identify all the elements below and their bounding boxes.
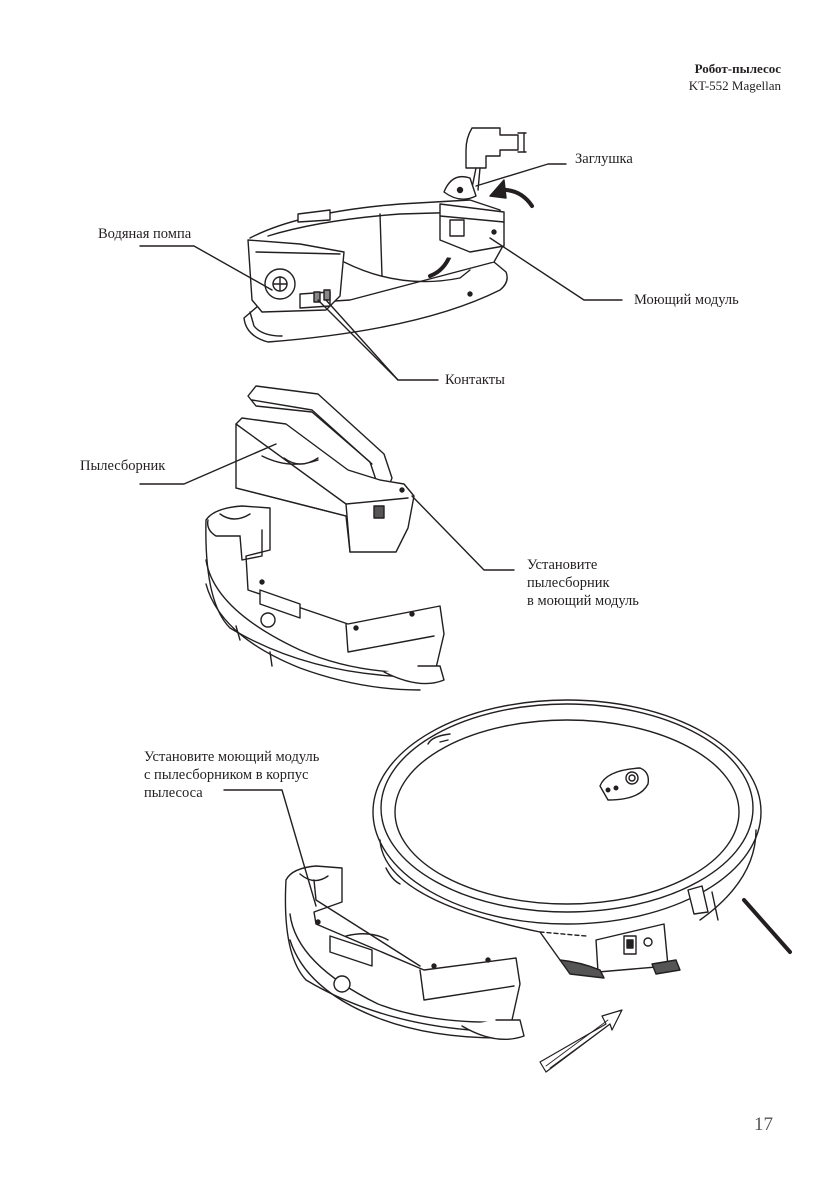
- label-install-module-line: с пылесборником в корпус: [144, 766, 319, 784]
- water-tap-icon: [466, 128, 526, 190]
- label-install-dustbin-line: Установите: [527, 556, 639, 574]
- label-install-dustbin-line: в моющий модуль: [527, 592, 639, 610]
- label-install-module-line: Установите моющий модуль: [144, 748, 319, 766]
- leader-line-install-dustbin: [412, 496, 514, 570]
- label-dustbin: Пылесборник: [80, 457, 165, 475]
- mop-module-illustration: [244, 200, 507, 342]
- plug-cap-icon: [444, 177, 476, 200]
- label-install-dustbin-line: пылесборник: [527, 574, 639, 592]
- robot-body-illustration: [373, 700, 790, 978]
- leader-line-plug: [476, 164, 566, 186]
- label-plug: Заглушка: [575, 150, 633, 168]
- label-water-pump: Водяная помпа: [98, 225, 191, 243]
- leader-line-mop-module: [490, 238, 622, 300]
- label-contacts: Контакты: [445, 371, 505, 389]
- insert-arrow-icon: [540, 1010, 622, 1072]
- label-install-dustbin: Установите пылесборник в моющий модуль: [527, 556, 639, 610]
- label-install-module-line: пылесоса: [144, 784, 319, 802]
- label-mop-module: Моющий модуль: [634, 291, 739, 309]
- page-number: 17: [754, 1114, 773, 1136]
- label-install-module: Установите моющий модуль с пылесборником…: [144, 748, 319, 802]
- mop-module-tray-illustration: [206, 506, 444, 690]
